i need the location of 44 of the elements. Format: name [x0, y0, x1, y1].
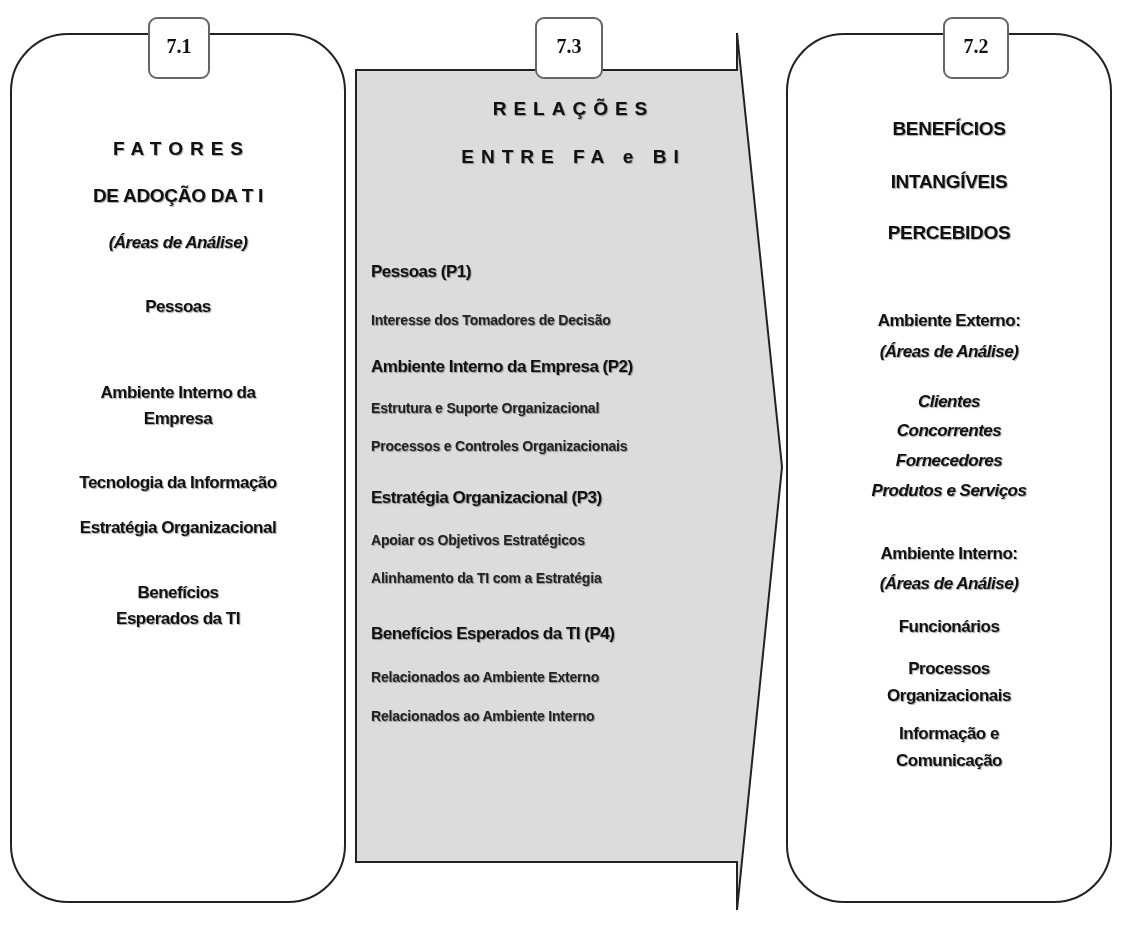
factor-label: Estratégia Organizacional	[78, 518, 278, 538]
factor-label: Pessoas	[144, 297, 212, 317]
italic-label: Concorrentes	[895, 421, 1003, 441]
factor-label: Informação e Comunicação	[895, 723, 1003, 772]
relation-heading: Benefícios Esperados da TI (P4)	[371, 624, 615, 644]
factor-label: Benefícios Esperados da TI	[115, 582, 241, 630]
italic-label: (Áreas de Análise)	[107, 233, 249, 253]
heading-text: RELAÇÕES	[491, 98, 656, 120]
relation-item: Apoiar os Objetivos Estratégicos	[371, 532, 585, 548]
italic-label: Clientes	[916, 392, 982, 412]
factor-label: Funcionários	[897, 617, 1001, 637]
relation-heading: Pessoas (P1)	[371, 262, 471, 282]
relation-item: Processos e Controles Organizacionais	[371, 438, 628, 454]
relation-item: Alinhamento da TI com a Estratégia	[371, 570, 602, 586]
italic-label: Produtos e Serviços	[870, 481, 1028, 501]
heading-text: BENEFÍCIOS	[891, 118, 1007, 140]
rounded-panel	[10, 33, 346, 903]
section-tag	[148, 17, 210, 79]
relation-item: Estrutura e Suporte Organizacional	[371, 400, 600, 416]
italic-label: Fornecedores	[894, 451, 1004, 471]
section-number: 7.3	[555, 35, 583, 58]
relation-item: Interesse dos Tomadores de Decisão	[371, 312, 611, 328]
relation-heading: Estratégia Organizacional (P3)	[371, 488, 602, 508]
heading-text: FATORES	[112, 138, 251, 160]
italic-label: (Áreas de Análise)	[878, 574, 1020, 594]
heading-text: INTANGÍVEIS	[889, 171, 1009, 193]
heading-text: DE ADOÇÃO DA T I	[91, 185, 265, 207]
factor-label: Ambiente Interno:	[879, 544, 1019, 564]
factor-label: Tecnologia da Informação	[78, 473, 278, 493]
rounded-panel	[786, 33, 1112, 903]
factor-label: Ambiente Interno da Empresa	[99, 382, 257, 430]
section-tag	[535, 17, 603, 79]
section-number: 7.1	[165, 35, 193, 58]
factor-label: Ambiente Externo:	[876, 311, 1022, 331]
relation-item: Relacionados ao Ambiente Interno	[371, 708, 595, 724]
factor-label: Processos Organizacionais	[886, 658, 1012, 707]
heading-text: ENTRE FA e BI	[460, 146, 687, 168]
relation-heading: Ambiente Interno da Empresa (P2)	[371, 357, 633, 377]
relation-item: Relacionados ao Ambiente Externo	[371, 669, 600, 685]
italic-label: (Áreas de Análise)	[878, 342, 1020, 362]
arrow-shape	[355, 32, 785, 912]
section-number: 7.2	[962, 35, 990, 58]
section-tag	[943, 17, 1009, 79]
heading-text: PERCEBIDOS	[886, 222, 1012, 244]
